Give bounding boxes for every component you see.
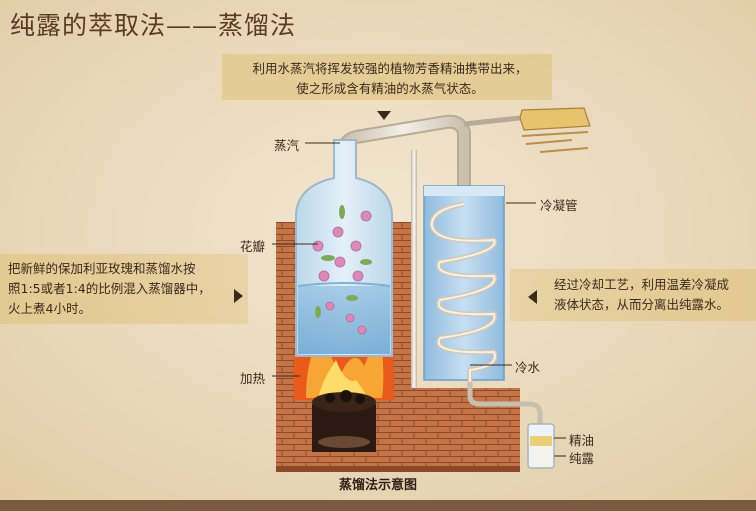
left-note-line-2: 照1:5或者1:4的比例混入蒸馏器中， (8, 281, 211, 296)
top-note: 利用水蒸汽将挥发较强的植物芳香精油携带出来， 使之形成含有精油的水蒸气状态。 (232, 59, 548, 99)
condenser-coil-highlight (430, 203, 496, 382)
right-note-band (510, 269, 756, 321)
label-essential-oil: 精油 (569, 433, 595, 448)
collection-jar (527, 423, 555, 469)
left-note-band (0, 254, 248, 324)
down-arrow-icon (377, 111, 391, 120)
right-note: 经过冷却工艺，利用温差冷凝成 液体状态，从而分离出纯露水。 (554, 275, 754, 315)
right-note-line-1: 经过冷却工艺，利用温差冷凝成 (554, 277, 730, 292)
left-note: 把新鲜的保加利亚玫瑰和蒸馏水按 照1:5或者1:4的比例混入蒸馏器中， 火上煮4… (8, 259, 232, 319)
diagram-caption: 蒸馏法示意图 (338, 478, 417, 493)
top-note-line-1: 利用水蒸汽将挥发较强的植物芳香精油携带出来， (252, 61, 528, 76)
left-arrow-icon (528, 290, 537, 304)
label-hydrosol: 纯露 (569, 451, 595, 466)
top-note-band (222, 54, 552, 100)
label-petals: 花瓣 (240, 239, 266, 254)
label-condenser: 冷凝管 (540, 198, 578, 213)
glass-flask (295, 139, 393, 357)
leader-lines (272, 142, 566, 457)
label-cold-water: 冷水 (515, 360, 541, 375)
top-note-line-2: 使之形成含有精油的水蒸气状态。 (296, 81, 484, 96)
water-intake-device (519, 107, 591, 153)
outlet-pipe (467, 382, 543, 432)
label-heating: 加热 (240, 371, 266, 386)
label-steam: 蒸汽 (274, 138, 300, 153)
left-note-line-3: 火上煮4小时。 (8, 301, 91, 316)
right-note-line-2: 液体状态，从而分离出纯露水。 (554, 297, 730, 312)
page-title: 纯露的萃取法——蒸馏法 (10, 11, 297, 40)
right-arrow-icon (234, 289, 243, 303)
left-note-line-1: 把新鲜的保加利亚玫瑰和蒸馏水按 (8, 261, 196, 276)
